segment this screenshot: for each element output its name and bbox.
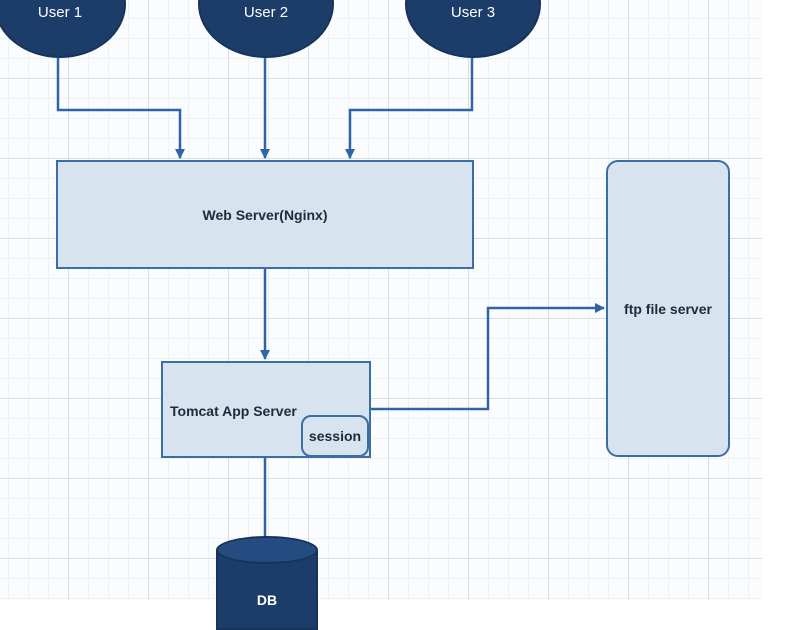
ftp-server-label: ftp file server xyxy=(624,300,712,317)
app-server-label: Tomcat App Server xyxy=(170,403,297,419)
web-server-label: Web Server(Nginx) xyxy=(202,206,328,223)
user-3-label: User 3 xyxy=(450,4,496,21)
database-label: DB xyxy=(256,592,278,608)
edge-appserver-ftp[interactable] xyxy=(370,303,605,411)
session-label: session xyxy=(308,428,362,444)
user-2-label: User 2 xyxy=(243,4,289,21)
database-cylinder-top xyxy=(216,536,318,564)
session-box[interactable]: session xyxy=(301,415,369,457)
edge-user3-webserver[interactable] xyxy=(345,58,474,159)
database-node[interactable]: DB xyxy=(216,536,318,630)
connectors xyxy=(56,58,605,549)
edge-user1-webserver[interactable] xyxy=(56,58,185,159)
ftp-server-box[interactable]: ftp file server xyxy=(606,160,730,457)
web-server-box[interactable]: Web Server(Nginx) xyxy=(56,160,474,269)
user-1-label: User 1 xyxy=(37,4,83,21)
app-server-box[interactable]: Tomcat App Server session xyxy=(161,361,371,458)
